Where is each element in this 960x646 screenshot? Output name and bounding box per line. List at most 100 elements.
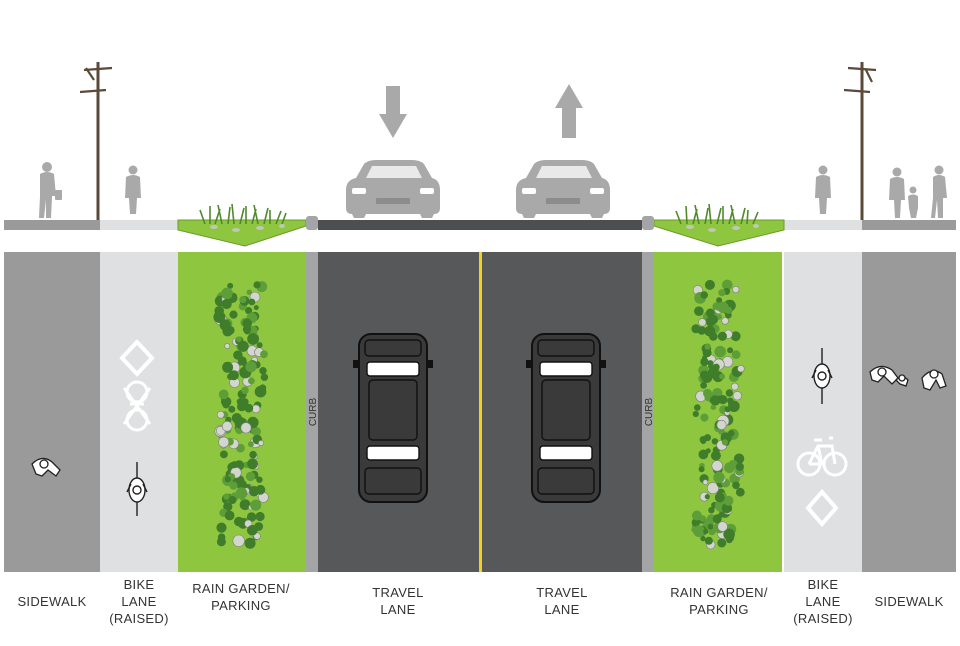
planting-cluster [248, 377, 255, 385]
car-mirror [353, 360, 359, 368]
planting-cluster [253, 305, 259, 311]
planting-cluster [697, 326, 706, 335]
lane-label-line: LANE [805, 594, 841, 609]
planting-cluster [256, 342, 263, 349]
planting-cluster [247, 333, 259, 345]
car-hood-detail [537, 339, 595, 357]
planting-cluster [717, 521, 728, 532]
lane-label-line: LANE [380, 602, 416, 617]
planting-cluster [229, 481, 238, 490]
section-sidewalk-left [4, 220, 100, 230]
planting-cluster [702, 348, 712, 358]
planting-cluster [712, 514, 722, 524]
planting-cluster [717, 331, 728, 341]
center-line [479, 252, 482, 572]
planting-cluster [724, 406, 731, 413]
section-curb-left [306, 216, 318, 230]
planting-cluster [255, 484, 266, 495]
planting-cluster [700, 291, 708, 299]
planting-cluster [704, 279, 715, 290]
planting-cluster [722, 279, 733, 291]
car-roof [541, 379, 591, 441]
planting-cluster [716, 419, 727, 430]
cyclist-icon [815, 165, 831, 214]
planting-cluster [242, 318, 252, 329]
planting-cluster [239, 499, 251, 511]
planting-cluster [224, 510, 235, 521]
lane-label-bike-lane-right: BIKE LANE (RAISED) [784, 576, 862, 627]
planting-cluster [732, 285, 740, 294]
curb-label-right: CURB [644, 398, 655, 427]
planting-cluster [221, 287, 233, 300]
planting-cluster [704, 494, 710, 500]
car-windshield [366, 361, 420, 377]
arrow-up-icon [555, 84, 583, 138]
planting-cluster [723, 528, 735, 541]
section-bike-lane-right [784, 220, 862, 230]
planting-cluster [735, 462, 745, 471]
planting-cluster [708, 507, 715, 514]
family-icon [889, 165, 947, 218]
planting-cluster [260, 373, 269, 381]
planting-cluster [245, 361, 257, 373]
car-icon [353, 333, 433, 503]
planting-cluster [255, 511, 265, 522]
planting-cluster [706, 482, 719, 495]
planting-cluster [698, 449, 709, 460]
planting-cluster [244, 537, 256, 549]
planting-cluster [249, 450, 257, 459]
planting-cluster [236, 398, 244, 405]
planting-cluster [213, 311, 226, 323]
planting-cluster [694, 404, 701, 411]
cyclist-icon [126, 462, 148, 516]
planting-cluster [239, 518, 245, 524]
planting-cluster [216, 537, 226, 547]
planting-cluster [228, 405, 236, 413]
car-icon [526, 333, 606, 503]
planting-cluster [707, 523, 714, 530]
planting-cluster [691, 510, 702, 521]
cyclist-icon [125, 165, 141, 214]
car-windshield [539, 361, 593, 377]
family-icon [869, 365, 947, 391]
planting-cluster [700, 382, 707, 389]
lane-label-travel-lane-left: TRAVEL LANE [318, 584, 478, 618]
planting-cluster [705, 308, 715, 318]
planting-cluster [256, 476, 263, 483]
planting-cluster [714, 345, 726, 358]
planting-cluster [705, 316, 716, 327]
planting-cluster [716, 297, 723, 304]
car-mirror [600, 360, 606, 368]
car-rear-window [539, 445, 593, 461]
planting-cluster [704, 536, 713, 545]
section-bike-lane-left [100, 220, 178, 230]
planting-cluster [721, 439, 729, 446]
planting-cluster [224, 476, 231, 483]
lane-label-line: BIKE [807, 577, 839, 592]
car-mirror [427, 360, 433, 368]
planting-cluster [247, 525, 258, 536]
planting-cluster [709, 332, 718, 341]
lane-label-line: LANE [544, 602, 580, 617]
planting-cluster [228, 496, 237, 504]
section-view [4, 62, 956, 247]
planting-cluster [727, 347, 734, 354]
planting-cluster [236, 336, 242, 342]
lane-label-line: SIDEWALK [17, 594, 87, 609]
planting-cluster [241, 386, 249, 395]
lane-label-line: LANE [121, 594, 157, 609]
planting-cluster [703, 388, 712, 398]
planting-cluster [222, 361, 234, 373]
section-curb-right [642, 216, 654, 230]
planting-cluster [223, 502, 233, 512]
planting-cluster [219, 319, 231, 331]
plan-curb-left [306, 252, 318, 572]
planting-cluster [698, 466, 705, 473]
planting-cluster [222, 401, 230, 409]
planting-cluster [223, 493, 230, 500]
planting-cluster [725, 389, 734, 397]
planting-cluster [251, 427, 258, 435]
utility-pole-icon [843, 62, 877, 220]
planting-cluster [710, 404, 717, 411]
planting-cluster [703, 528, 709, 535]
